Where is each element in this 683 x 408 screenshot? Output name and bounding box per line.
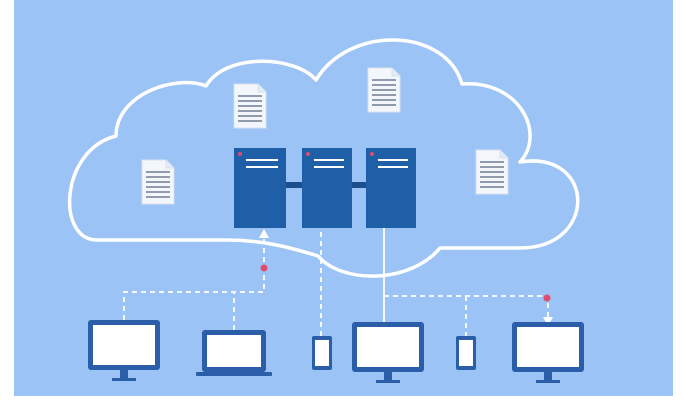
connector-dot [260, 264, 268, 272]
server-led [306, 152, 310, 156]
desktop-1 [88, 320, 160, 381]
connector-desktop-1 [123, 236, 265, 320]
desktop-3 [512, 322, 584, 383]
laptop-icon [196, 330, 272, 376]
phone-1 [312, 336, 332, 370]
smartphone-icon [312, 336, 332, 370]
arrow-down-icon [543, 317, 553, 326]
cloud-outline-icon [67, 38, 580, 278]
phone-2 [456, 336, 476, 370]
document-1 [233, 83, 267, 129]
document-2 [367, 67, 401, 113]
server-link-bars [284, 182, 370, 188]
monitor-icon [352, 322, 424, 383]
server-rack-icon [366, 148, 416, 228]
server-rack-icon [302, 148, 352, 228]
monitor-icon [88, 320, 160, 381]
document-4 [475, 149, 509, 195]
desktop-2 [352, 322, 424, 383]
arrow-up-icon [259, 229, 269, 238]
laptop-1 [196, 330, 272, 376]
monitor-icon [512, 322, 584, 383]
server-rack-icon [234, 148, 286, 228]
server-1 [234, 148, 286, 228]
server-2 [302, 148, 352, 228]
smartphone-icon [456, 336, 476, 370]
server-led [370, 152, 374, 156]
connector-dot [543, 294, 551, 302]
document-3 [141, 159, 175, 205]
server-led [238, 152, 242, 156]
server-3 [366, 148, 416, 228]
